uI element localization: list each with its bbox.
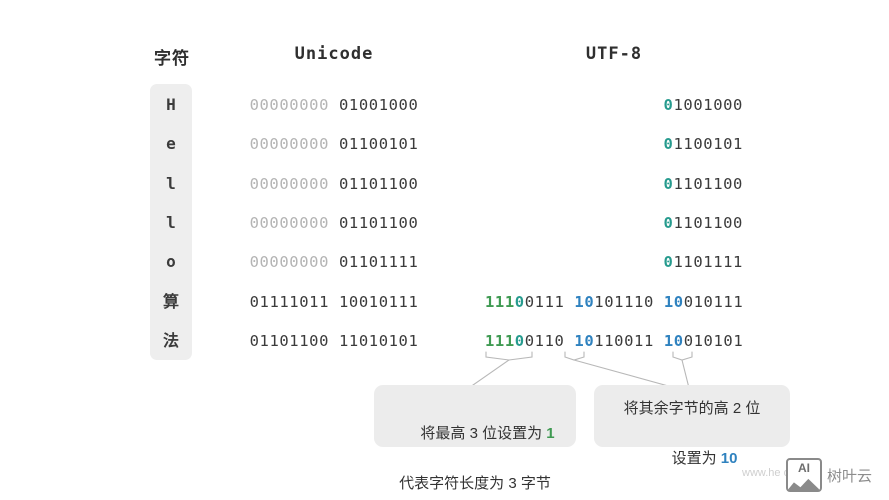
callout-box-leading-bits: 将最高 3 位设置为 1 代表字符长度为 3 字节 — [374, 385, 576, 492]
cell-utf8: 01101100 — [485, 203, 743, 243]
column-header-unicode: Unicode — [294, 44, 374, 64]
utf8-bit-group: 1101111 — [673, 253, 743, 272]
column-header-char: 字符 — [154, 49, 190, 68]
unicode-bytes: 01100101 — [338, 135, 419, 154]
utf8-bit-group: 010111 — [683, 292, 744, 311]
cell-unicode: 00000000 01101111 — [243, 242, 425, 282]
callout-2-line-2: 设置为 10 — [594, 421, 790, 496]
cell-character: l — [166, 173, 176, 193]
cell-character: l — [166, 212, 176, 232]
utf8-bit-group: 1100101 — [673, 135, 743, 154]
utf8-bit-group: 0 — [663, 135, 674, 154]
unicode-dim-byte: 00000000 — [249, 174, 330, 193]
unicode-dim-byte: 00000000 — [249, 253, 330, 272]
utf8-bit-group: 0 — [663, 174, 674, 193]
char-column-background — [150, 84, 192, 360]
cell-unicode: 01101100 11010101 — [243, 321, 425, 361]
utf8-bit-group: 0110 — [524, 331, 575, 350]
cell-unicode: 01111011 10010111 — [243, 282, 425, 322]
utf8-bit-group: 0 — [663, 253, 674, 272]
utf8-bit-group: 10 — [663, 331, 684, 350]
cell-utf8: 01001000 — [485, 85, 743, 125]
cell-unicode: 00000000 01101100 — [243, 203, 425, 243]
callout-box-continuation-bits: 将其余字节的高 2 位 设置为 10 — [594, 385, 790, 467]
unicode-dim-byte: 00000000 — [249, 96, 330, 114]
unicode-dim-byte: 00000000 — [249, 213, 330, 232]
utf8-bit-group: 10 — [574, 292, 595, 311]
unicode-bytes: 01001000 — [338, 96, 419, 114]
mountain-icon — [788, 478, 820, 490]
unicode-dim-byte: 00000000 — [249, 135, 330, 154]
cell-unicode: 00000000 01001000 — [243, 85, 425, 125]
cell-character: 算 — [162, 291, 179, 311]
ai-badge-label: AI — [798, 461, 810, 475]
utf8-bit-group: 0 — [663, 96, 674, 114]
column-header-utf8: UTF-8 — [585, 44, 643, 64]
cell-character: e — [166, 134, 176, 154]
cell-unicode: 00000000 01101100 — [243, 164, 425, 204]
cell-utf8: 01101111 — [485, 242, 743, 282]
callout-2-line-2-text: 设置为 — [671, 450, 721, 467]
cell-character: 法 — [162, 330, 179, 350]
cell-utf8: 11100111 10101110 10010111 — [485, 282, 743, 322]
callout-2-line-1: 将其余字节的高 2 位 — [623, 400, 761, 417]
callout-2-highlight: 10 — [720, 450, 738, 467]
cell-unicode: 00000000 01100101 — [243, 124, 425, 164]
utf8-bit-group: 10 — [574, 331, 595, 350]
utf8-bit-group: 0111 — [524, 292, 575, 311]
unicode-bytes: 01101100 — [338, 174, 419, 193]
watermark: www.he o om AI 树叶云 — [742, 458, 882, 492]
cell-character: o — [166, 252, 176, 272]
utf8-bit-group: 111 — [485, 292, 515, 311]
utf8-bit-group: 101110 — [594, 292, 664, 311]
cell-character: H — [166, 95, 176, 114]
callout-1-line-1-text: 将最高 3 位设置为 — [420, 425, 547, 442]
cell-utf8: 01100101 — [485, 124, 743, 164]
utf8-bit-group: 110011 — [594, 331, 664, 350]
utf8-bit-group: 0 — [514, 331, 525, 350]
unicode-bytes: 01101111 — [338, 253, 419, 272]
unicode-bytes: 01111011 10010111 — [249, 292, 419, 311]
watermark-brand: 树叶云 — [827, 467, 873, 485]
utf8-bit-group: 10 — [663, 292, 684, 311]
utf8-bit-group: 0 — [663, 213, 674, 232]
unicode-bytes: 01101100 — [338, 213, 419, 232]
utf8-bit-group: 1101100 — [673, 213, 743, 232]
utf8-bit-group: 1101100 — [673, 174, 743, 193]
utf8-bit-group: 010101 — [683, 331, 744, 350]
utf8-bit-group: 1001000 — [673, 96, 743, 114]
callout-1-line-1: 将最高 3 位设置为 1 — [374, 396, 576, 471]
callout-1-highlight: 1 — [546, 425, 555, 442]
ai-image-icon: AI — [786, 458, 822, 492]
utf8-bit-group: 111 — [485, 331, 515, 350]
utf8-bit-group: 0 — [514, 292, 525, 311]
cell-utf8: 01101100 — [485, 164, 743, 204]
callout-1-line-2: 代表字符长度为 3 字节 — [399, 475, 551, 492]
unicode-bytes: 01101100 11010101 — [249, 331, 419, 350]
cell-utf8: 11100110 10110011 10010101 — [485, 321, 743, 361]
